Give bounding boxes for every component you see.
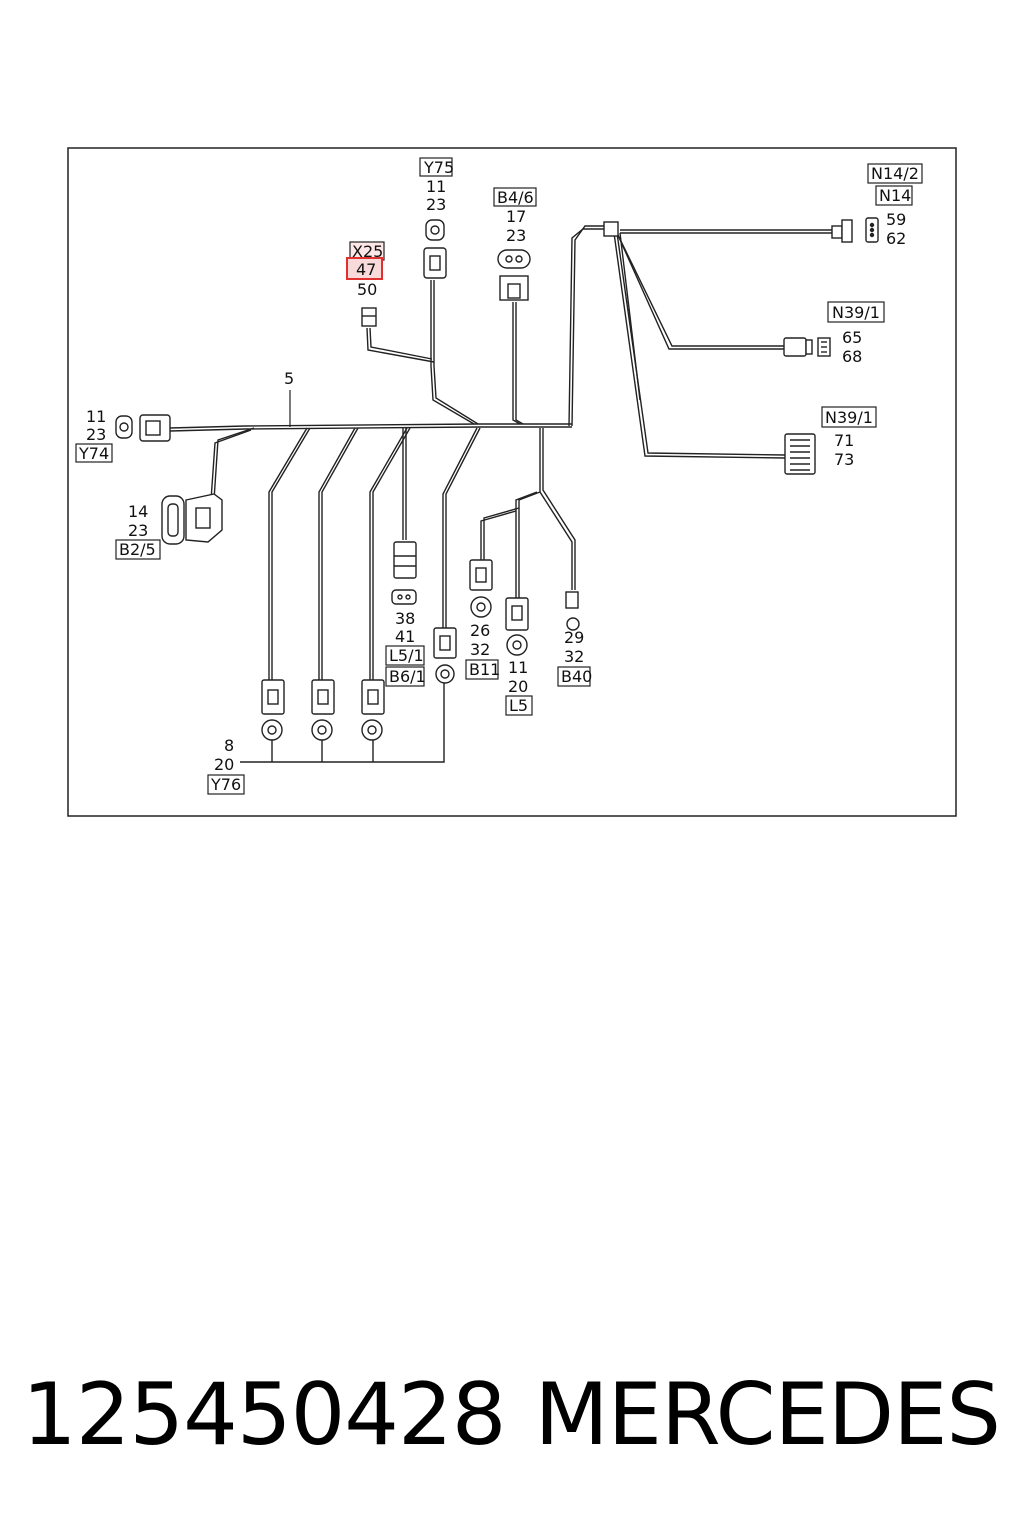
connector-b40-icon [565, 591, 580, 631]
pin-n39-1-small-a: 65 [842, 328, 862, 347]
wires [169, 225, 832, 763]
connector-n39-1-small-icon [783, 337, 831, 357]
pin-l5-a: 11 [508, 658, 528, 677]
pin-b11-a: 26 [470, 621, 490, 640]
connector-b6-1-icon [433, 627, 457, 684]
footer: 125450428 MERCEDES [0, 1360, 1024, 1470]
label-n39-1-large: N39/1 [825, 408, 873, 427]
harness-clip-icon [603, 221, 619, 237]
label-b6-1: B6/1 [389, 667, 426, 686]
pin-y74-b: 23 [86, 425, 106, 444]
connector-y75-icon [423, 219, 447, 279]
pin-y74-a: 11 [86, 407, 106, 426]
pin-n39-1-small-b: 68 [842, 347, 862, 366]
pin-l5-1-a: 38 [395, 609, 415, 628]
harness-number: 5 [284, 369, 294, 388]
connector-y76-c-icon [361, 679, 385, 741]
pin-b40-b: 32 [564, 647, 584, 666]
highlight-box [346, 257, 383, 280]
connector-b11-icon [469, 559, 493, 618]
component-labels: Y75 11 23 B4/6 17 23 X25 47 50 N14/2 N14… [75, 157, 923, 795]
connector-b4-6-icon [497, 249, 531, 301]
connector-x25-icon [361, 307, 377, 327]
connector-l5-icon [505, 597, 529, 656]
pin-n39-1-large-b: 73 [834, 450, 854, 469]
pin-b11-b: 32 [470, 640, 490, 659]
pin-l5-1-b: 41 [395, 627, 415, 646]
label-b2-5: B2/5 [119, 540, 156, 559]
pin-b2-5-a: 14 [128, 502, 148, 521]
pin-y75-b: 23 [426, 195, 446, 214]
pin-x25-a-highlighted: 47 [356, 260, 376, 279]
connector-shapes [115, 217, 879, 741]
pin-b40-a: 29 [564, 628, 584, 647]
pin-b2-5-b: 23 [128, 521, 148, 540]
label-x25: X25 [352, 242, 383, 261]
pin-x25-b: 50 [357, 280, 377, 299]
pin-b4-6-b: 23 [506, 226, 526, 245]
connector-b2-5-icon [161, 493, 223, 545]
pin-n14-b: 62 [886, 229, 906, 248]
pin-y76-b: 20 [214, 755, 234, 774]
label-y75: Y75 [423, 158, 454, 177]
brand-name: MERCEDES [534, 1365, 1001, 1465]
pin-n39-1-large-a: 71 [834, 431, 854, 450]
label-l5-1: L5/1 [389, 646, 424, 665]
connector-y76-b-icon [311, 679, 335, 741]
connector-y76-a-icon [261, 679, 285, 741]
connector-n14-icon [831, 217, 879, 243]
diagram-frame [67, 147, 957, 817]
label-n14: N14 [879, 186, 911, 205]
label-b11: B11 [469, 660, 500, 679]
pin-b4-6-a: 17 [506, 207, 526, 226]
pin-y75-a: 11 [426, 177, 446, 196]
connector-l5-1-icon [391, 541, 417, 605]
pin-l5-b: 20 [508, 677, 528, 696]
label-b4-6: B4/6 [497, 188, 534, 207]
part-number: 125450428 [22, 1365, 506, 1465]
label-l5: L5 [509, 696, 528, 715]
connector-y74-icon [115, 414, 171, 442]
connector-n39-1-large-icon [784, 433, 816, 475]
label-b40: B40 [561, 667, 592, 686]
pin-n14-a: 59 [886, 210, 906, 229]
pin-y76-a: 8 [224, 736, 234, 755]
label-y76: Y76 [210, 775, 241, 794]
label-n14-2: N14/2 [871, 164, 919, 183]
label-n39-1-small: N39/1 [832, 303, 880, 322]
label-y74: Y74 [78, 444, 109, 463]
